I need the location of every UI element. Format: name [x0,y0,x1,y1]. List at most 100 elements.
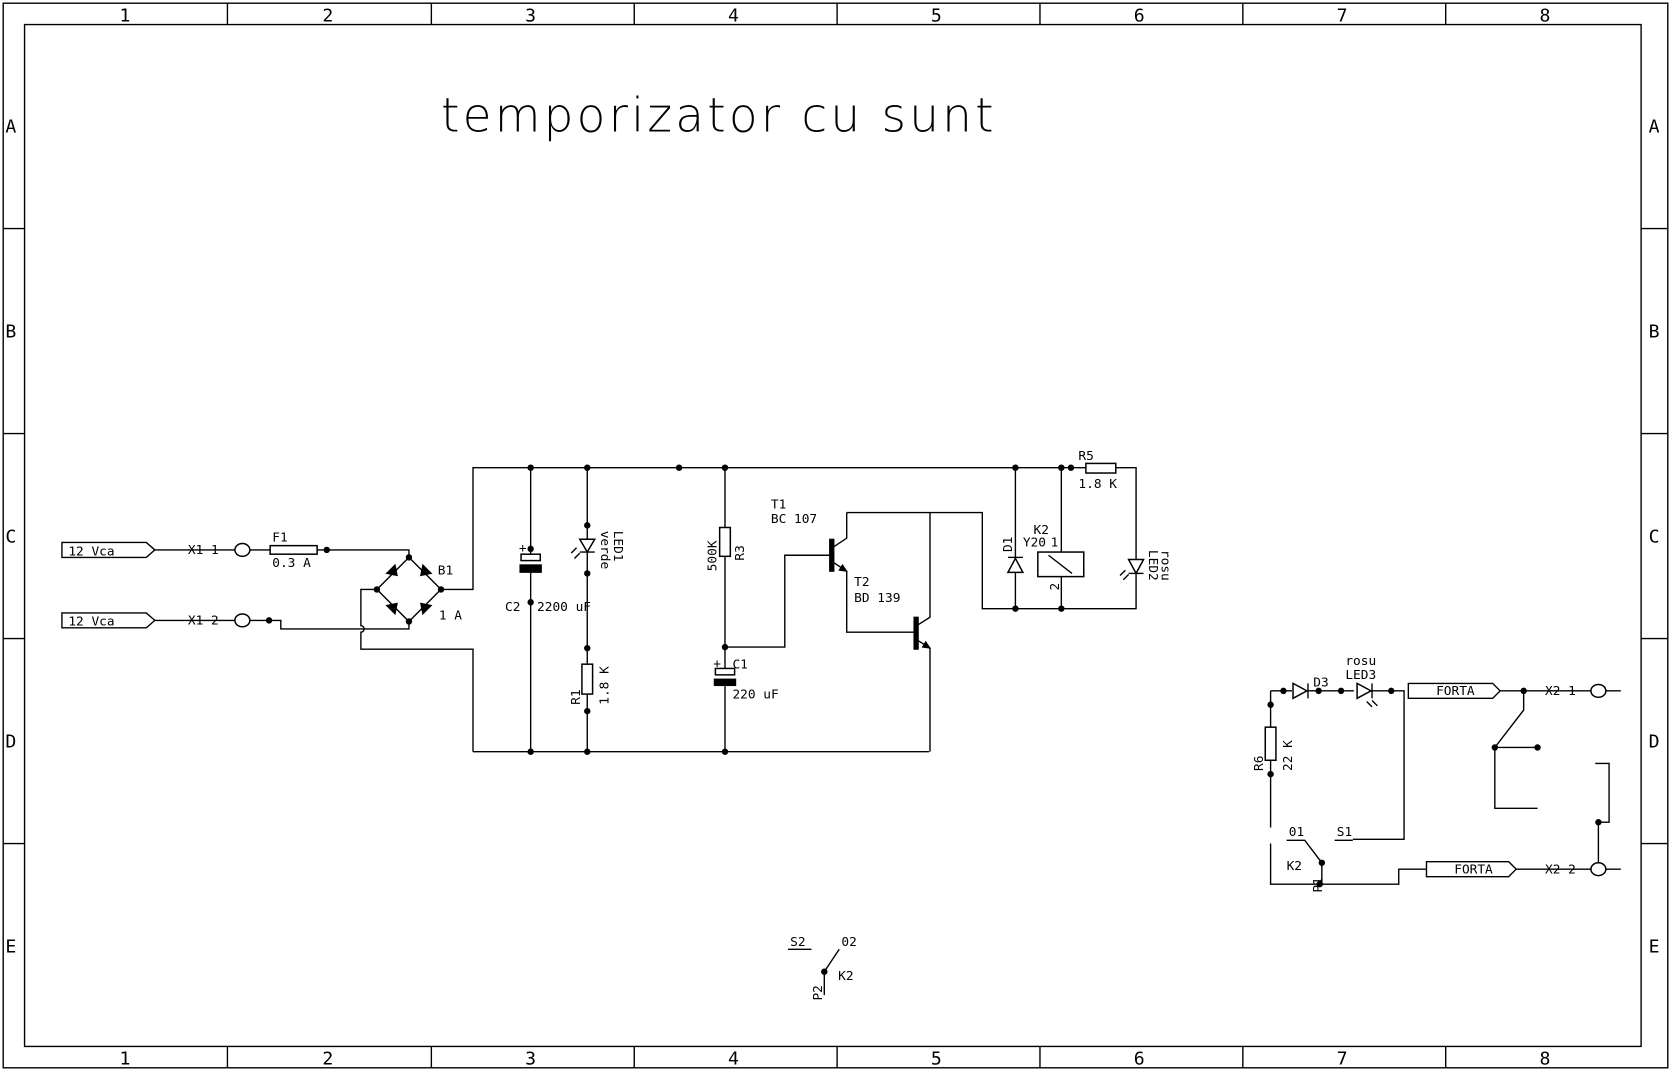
output-label-box [1407,682,1502,700]
relay-k2: K2 1 2 [1034,464,1085,612]
d3-ref: D3 [1313,676,1328,691]
connector-label: X1 2 [188,614,219,629]
column-label: 6 [1134,5,1145,26]
connector-label: X1 1 [188,543,219,558]
column-label: 3 [525,1049,536,1070]
led1-value: verde [597,531,612,570]
contact-k2-ref: K2 [838,969,853,984]
capacitor-c2: + C2 2200 uF [505,464,591,755]
terminal-icon [234,613,251,628]
connector-label: X2 1 [1545,684,1576,699]
bridge-ref: B1 [438,563,453,578]
row-label: E [5,936,16,957]
terminal-icon [234,542,251,558]
r6-ref: R6 [1252,756,1267,771]
column-label: 7 [1337,5,1348,26]
transistor-t1: T1 BC 107 [724,497,916,648]
c2-ref: C2 [505,600,520,615]
r6-value: 22 K [1281,740,1296,771]
r3-value: 500K [705,540,720,571]
contact-s1: S1 [1337,825,1352,840]
column-label: 3 [525,5,536,26]
input-1: 12 Vca X1 1 F1 0.3 A [61,530,410,571]
r5-ref: R5 [1078,449,1093,464]
resistor-r3: 500K R3 [705,464,748,755]
led3-value: rosu [1345,654,1376,669]
contact-o2: 02 [841,935,856,950]
output-label: FORTA [1436,684,1475,699]
fuse-value: 0.3 A [272,556,311,571]
column-label: 6 [1134,1049,1145,1070]
column-label: 1 [119,1049,130,1070]
row-label: D [5,731,16,752]
bridge-rectifier-b1: B1 1 A [360,467,1137,753]
column-label: 5 [931,5,942,26]
column-label: 7 [1337,1049,1348,1070]
resistor-r5: R5 1.8 K [1078,449,1117,492]
r3-ref: R3 [733,545,748,560]
schematic-title: temporizator cu sunt [441,88,997,143]
terminal-icon [1590,683,1607,699]
fuse-f1 [269,544,318,555]
terminal-icon [1590,862,1607,877]
fuse-ref: F1 [272,530,287,545]
bridge-value: 1 A [439,608,462,623]
column-label: 4 [728,5,739,26]
row-label: C [1649,526,1660,547]
input-label: 12 Vca [68,544,114,559]
contact-o1: 01 [1289,825,1304,840]
column-label: 2 [322,1049,333,1070]
resistor-r6 [1264,726,1277,762]
input-2: 12 Vca X1 2 [61,612,410,630]
r1-ref: R1 [569,689,584,704]
column-label: 8 [1540,1049,1551,1070]
diode-d1: D1 Y20 [1001,464,1046,612]
output-circuit: D3 rosu LED3 R6 22 K 01 S1 K2 P1 FORTA X… [1252,654,1621,893]
k2-ref: K2 [1034,523,1049,538]
column-labels-bottom: 1 2 3 4 5 6 7 8 [119,1049,1550,1070]
contact-s2: S2 [790,935,805,950]
resistor-r1: R1 1.8 K [569,663,613,705]
output-label-box [1425,861,1518,878]
row-labels-left: A B C D E [5,116,16,957]
t1-value: BC 107 [771,512,817,527]
led3-ref: LED3 [1345,668,1376,683]
d1-ref: D1 [1001,537,1016,552]
column-label: 8 [1540,5,1551,26]
r1-value: 1.8 K [598,666,613,705]
row-label: B [1649,321,1660,342]
k2-pin2: 2 [1048,583,1063,591]
row-label: A [5,116,16,137]
column-label: 1 [119,5,130,26]
d1-value: Y20 [1023,536,1046,551]
r5-value: 1.8 K [1078,477,1117,492]
row-label: A [1649,116,1660,137]
row-label: B [5,321,16,342]
row-label: E [1649,936,1660,957]
row-labels-right: A B C D E [1649,116,1660,957]
output-label: FORTA [1454,862,1493,877]
t1-ref: T1 [771,497,786,512]
c1-value: 220 uF [732,687,778,702]
t2-value: BD 139 [854,591,900,606]
led-led2: LED2 rosu [1119,550,1173,581]
transistor-t2: T2 BD 139 [854,512,932,752]
column-label: 5 [931,1049,942,1070]
connector-label: X2 2 [1545,862,1576,877]
capacitor-c1: + C1 220 uF [713,656,778,702]
svg-text:+: + [713,656,721,671]
input-label: 12 Vca [68,615,114,630]
t2-ref: T2 [854,575,869,590]
c2-value: 2200 uF [537,600,591,615]
column-label: 4 [728,1049,739,1070]
k2-pin1: 1 [1051,536,1059,551]
column-label: 2 [322,5,333,26]
led-led1: verde LED1 [570,464,625,755]
column-labels-top: 1 2 3 4 5 6 7 8 [119,5,1550,26]
row-label: D [1649,731,1660,752]
led2-ref: LED2 [1145,550,1160,581]
row-label: C [5,526,16,547]
contact-p2: P2 [811,985,826,1000]
